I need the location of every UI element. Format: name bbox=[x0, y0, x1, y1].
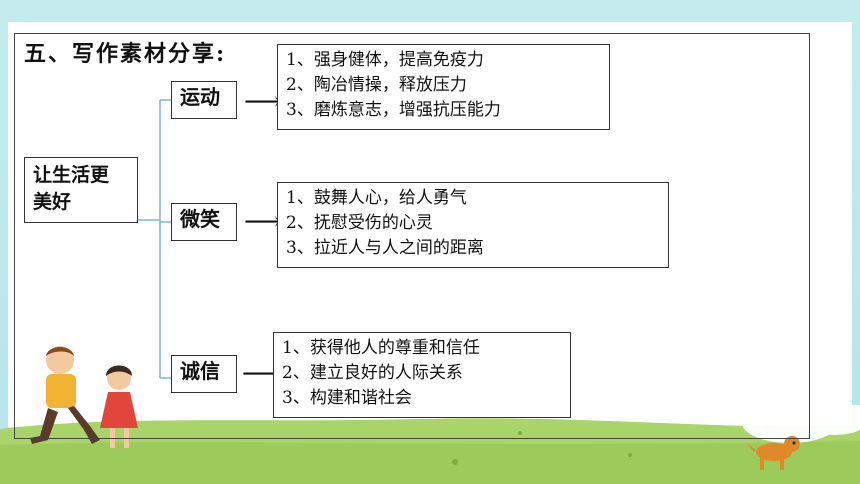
exercise-points-box: 1、强身健体，提高免疫力 2、陶冶情操，释放压力 3、磨炼意志，增强抗压能力 bbox=[277, 44, 610, 130]
list-item: 3、拉近人与人之间的距离 bbox=[286, 238, 484, 258]
smile-points-box: 1、鼓舞人心，给人勇气 2、抚慰受伤的心灵 3、拉近人与人之间的距离 bbox=[277, 182, 669, 268]
list-item: 1、强身健体，提高免疫力 bbox=[286, 50, 484, 70]
category-exercise: 运动 bbox=[171, 81, 237, 119]
list-item: 3、磨炼意志，增强抗压能力 bbox=[286, 100, 501, 120]
category-smile: 微笑 bbox=[171, 203, 237, 241]
arrow-icon: ⟶ bbox=[244, 87, 282, 117]
list-item: 1、鼓舞人心，给人勇气 bbox=[286, 188, 467, 208]
list-item: 2、陶冶情操，释放压力 bbox=[286, 75, 467, 95]
grass-ground bbox=[0, 405, 860, 484]
root-topic-line-2: 美好 bbox=[33, 191, 72, 213]
list-item: 2、抚慰受伤的心灵 bbox=[286, 213, 433, 233]
dog-illustration bbox=[746, 432, 800, 470]
children-illustration bbox=[30, 346, 138, 448]
honesty-points-box: 1、获得他人的尊重和信任 2、建立良好的人际关系 3、构建和谐社会 bbox=[273, 332, 571, 418]
arrow-icon: ⟶ bbox=[244, 207, 282, 237]
page-title: 五、写作素材分享: bbox=[24, 41, 227, 67]
root-topic-box: 让生活更 美好 bbox=[24, 157, 138, 223]
list-item: 3、构建和谐社会 bbox=[282, 388, 412, 408]
root-topic-line-1: 让生活更 bbox=[33, 164, 110, 186]
category-honesty: 诚信 bbox=[171, 355, 237, 393]
list-item: 2、建立良好的人际关系 bbox=[282, 363, 463, 383]
list-item: 1、获得他人的尊重和信任 bbox=[282, 338, 480, 358]
content-frame bbox=[14, 33, 810, 439]
